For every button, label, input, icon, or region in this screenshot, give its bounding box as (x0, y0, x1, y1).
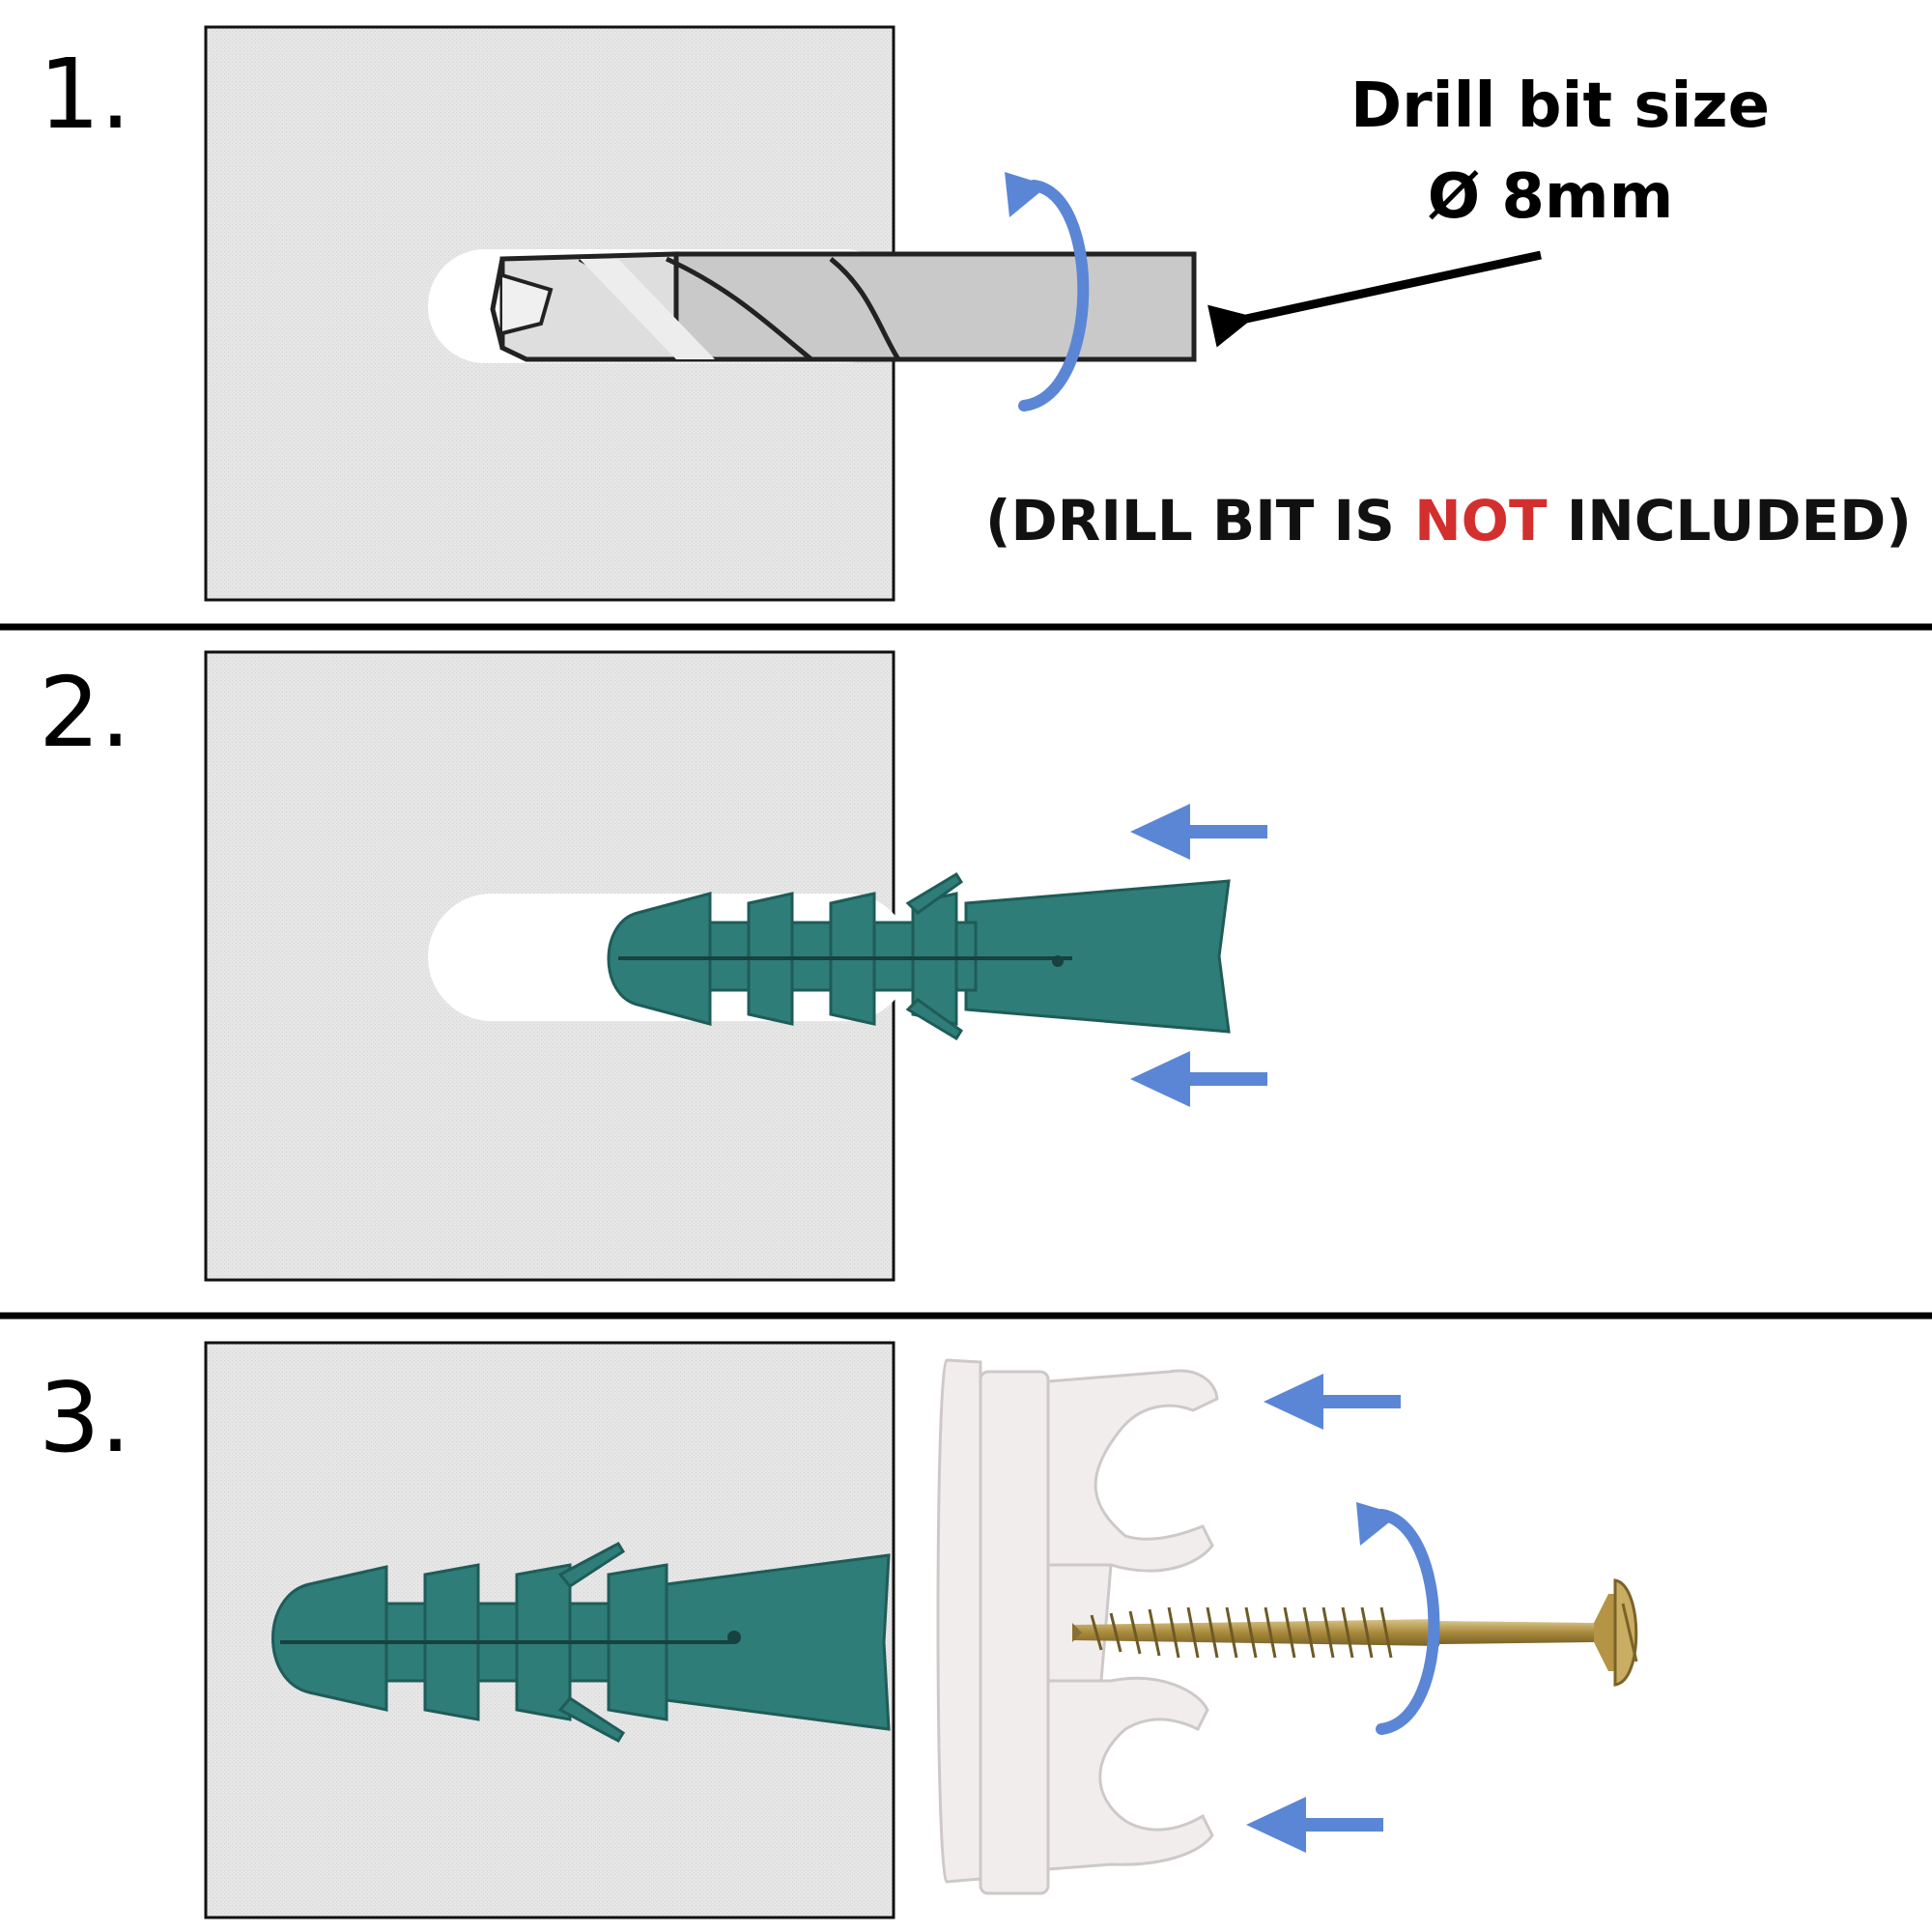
note-text-before: DRILL BIT IS (1010, 488, 1415, 554)
step-2-panel (204, 650, 1267, 1282)
step-number-1: 1. (39, 38, 131, 151)
drill-diameter-label: Ø 8mm (1427, 161, 1674, 233)
push-arrow-icon (1130, 804, 1267, 860)
wall-plug-3 (271, 1542, 891, 1743)
push-arrow-icon (1246, 1797, 1383, 1853)
step-3-panel (204, 1341, 1638, 1919)
note-close-paren: ) (1886, 488, 1912, 554)
rotation-arrow-icon (1356, 1502, 1440, 1735)
note-emphasis: NOT (1414, 488, 1548, 554)
step-1-panel (204, 25, 1542, 602)
push-arrow-icon (1264, 1374, 1401, 1430)
pointer-arrow-icon (1208, 250, 1542, 348)
drill-bit-note: (DRILL BIT IS NOT INCLUDED) (985, 493, 1912, 549)
step-number-3: 3. (39, 1361, 131, 1474)
step-number-2: 2. (39, 656, 131, 769)
note-open-paren: ( (985, 488, 1011, 554)
screw (1072, 1578, 1638, 1687)
pipe-clip (936, 1358, 1219, 1895)
drill-bit (490, 251, 1197, 362)
rotation-arrow-icon (1005, 172, 1090, 412)
push-arrow-icon (1130, 1051, 1267, 1107)
drill-size-label: Drill bit size (1350, 71, 1771, 142)
note-text-after: INCLUDED (1547, 488, 1887, 554)
